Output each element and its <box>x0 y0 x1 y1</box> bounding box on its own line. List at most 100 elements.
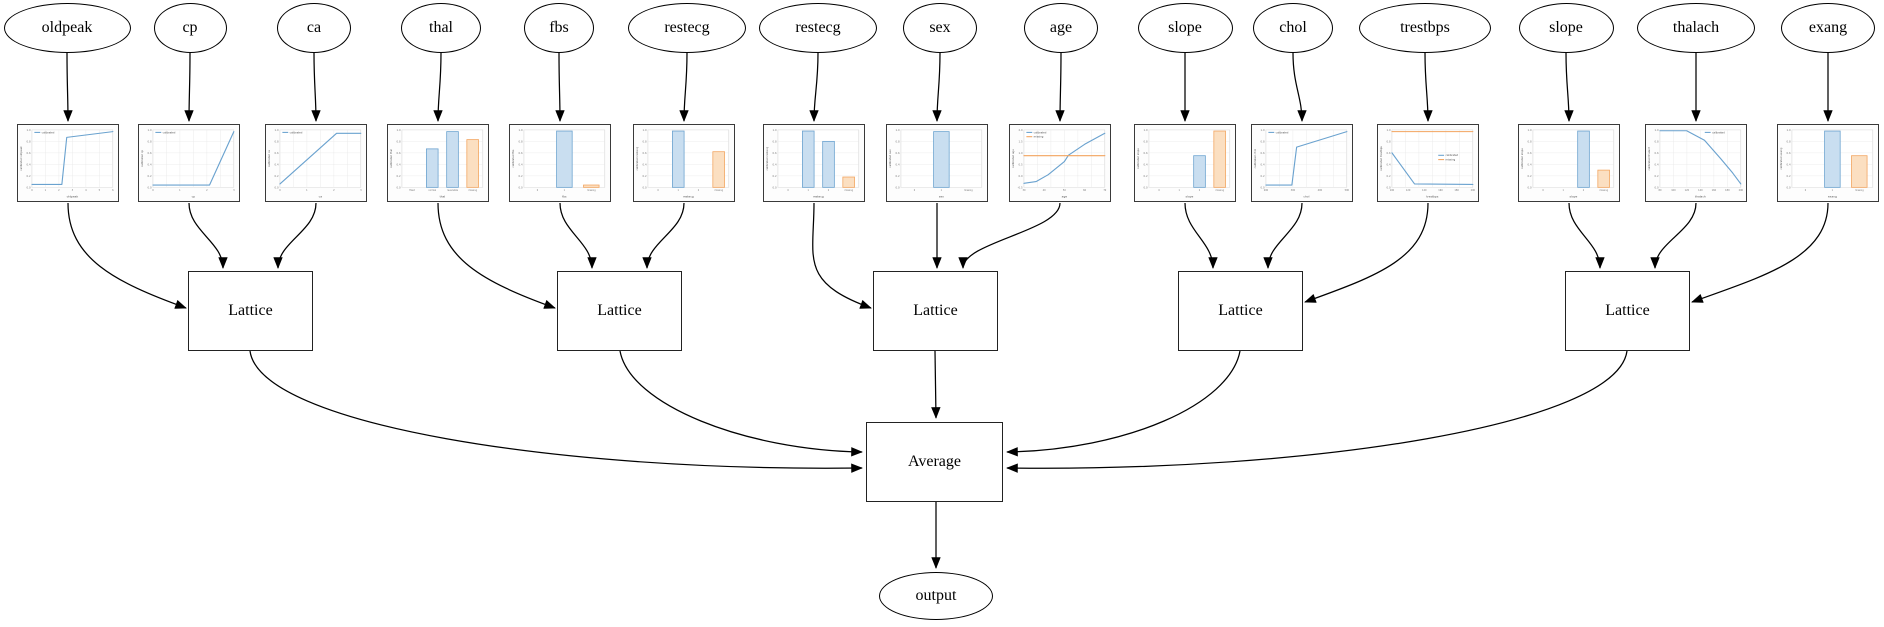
svg-text:calibrated restecg: calibrated restecg <box>765 146 769 170</box>
svg-text:200: 200 <box>1739 189 1744 192</box>
svg-text:0: 0 <box>1542 189 1544 192</box>
lattice-node: Lattice <box>1565 271 1690 351</box>
svg-text:0.6: 0.6 <box>275 151 279 155</box>
svg-text:0.4: 0.4 <box>397 162 401 166</box>
svg-text:0.4: 0.4 <box>1787 162 1791 166</box>
feature-oval-sex: sex <box>903 3 977 53</box>
svg-text:1.0: 1.0 <box>773 128 777 132</box>
svg-text:1.0: 1.0 <box>1387 128 1391 132</box>
edge <box>1564 52 1574 122</box>
edge <box>1423 52 1433 122</box>
svg-text:2: 2 <box>1199 189 1201 192</box>
svg-text:0.2: 0.2 <box>27 174 31 178</box>
svg-text:1: 1 <box>941 189 943 192</box>
svg-text:0.0: 0.0 <box>1261 185 1265 189</box>
svg-text:0.4: 0.4 <box>1144 162 1148 166</box>
svg-text:0.2: 0.2 <box>397 174 401 178</box>
svg-text:0.4: 0.4 <box>519 162 523 166</box>
svg-text:calibrated thal: calibrated thal <box>389 149 393 168</box>
edge <box>931 350 941 419</box>
svg-text:fixed: fixed <box>409 189 415 192</box>
svg-text:160: 160 <box>1438 189 1443 192</box>
svg-text:missing: missing <box>1855 189 1864 192</box>
svg-text:calibrated oldpeak: calibrated oldpeak <box>19 146 23 171</box>
svg-text:3: 3 <box>72 189 74 192</box>
edge <box>1568 202 1605 269</box>
svg-text:oldpeak: oldpeak <box>67 194 79 198</box>
svg-text:0.6: 0.6 <box>1261 151 1265 155</box>
svg-text:0.2: 0.2 <box>1387 174 1391 178</box>
svg-text:0: 0 <box>537 189 539 192</box>
svg-text:0.8: 0.8 <box>148 139 152 143</box>
edge <box>809 52 819 122</box>
svg-text:0.6: 0.6 <box>1387 151 1391 155</box>
svg-text:missing: missing <box>714 189 723 192</box>
svg-text:3: 3 <box>360 189 362 192</box>
svg-text:2: 2 <box>828 189 830 192</box>
edge <box>437 202 556 309</box>
svg-text:0.8: 0.8 <box>27 139 31 143</box>
svg-text:40: 40 <box>1043 189 1046 192</box>
svg-text:0: 0 <box>914 189 916 192</box>
svg-text:1.0: 1.0 <box>27 128 31 132</box>
svg-text:1: 1 <box>808 189 810 192</box>
svg-text:missing: missing <box>468 189 477 192</box>
svg-text:0: 0 <box>787 189 789 192</box>
svg-text:0.8: 0.8 <box>896 139 900 143</box>
feature-oval-slope: slope <box>1518 3 1614 53</box>
svg-text:0.4: 0.4 <box>896 162 900 166</box>
svg-text:0.6: 0.6 <box>148 151 152 155</box>
svg-text:0.6: 0.6 <box>27 151 31 155</box>
svg-text:0.2: 0.2 <box>1655 174 1659 178</box>
svg-text:0.8: 0.8 <box>643 139 647 143</box>
svg-text:calibrated: calibrated <box>163 130 176 134</box>
svg-text:0.4: 0.4 <box>1261 162 1265 166</box>
svg-text:slope: slope <box>1570 194 1578 198</box>
svg-text:0.8: 0.8 <box>397 139 401 143</box>
svg-text:0.8: 0.8 <box>1655 139 1659 143</box>
svg-text:calibrated: calibrated <box>1276 130 1289 134</box>
svg-text:0.4: 0.4 <box>1387 162 1391 166</box>
svg-text:140: 140 <box>1698 189 1703 192</box>
svg-text:0.4: 0.4 <box>773 162 777 166</box>
svg-text:80: 80 <box>1658 189 1661 192</box>
svg-text:0.2: 0.2 <box>148 174 152 178</box>
svg-text:500: 500 <box>1345 189 1350 192</box>
svg-text:400: 400 <box>1318 189 1323 192</box>
feature-oval-exang: exang <box>1781 3 1875 53</box>
svg-text:0: 0 <box>152 189 154 192</box>
svg-text:1.0: 1.0 <box>1144 128 1148 132</box>
svg-text:0.6: 0.6 <box>773 151 777 155</box>
svg-text:60: 60 <box>1083 189 1086 192</box>
edge <box>1263 202 1303 269</box>
svg-text:0: 0 <box>279 189 281 192</box>
svg-text:30: 30 <box>1022 189 1025 192</box>
svg-text:slope: slope <box>1186 194 1194 198</box>
svg-text:calibrated slope: calibrated slope <box>1520 148 1524 169</box>
svg-text:0.0: 0.0 <box>1528 185 1532 189</box>
svg-text:thal: thal <box>440 194 446 198</box>
svg-text:0: 0 <box>1805 189 1807 192</box>
svg-text:calibrated fbs: calibrated fbs <box>511 149 515 168</box>
average-node: Average <box>866 422 1003 502</box>
svg-text:0.6: 0.6 <box>1144 151 1148 155</box>
edge <box>1691 202 1829 303</box>
svg-text:1.0: 1.0 <box>1261 128 1265 132</box>
output-node: output <box>879 572 993 620</box>
svg-text:calibrated: calibrated <box>1446 153 1459 157</box>
lattice-node: Lattice <box>188 271 313 351</box>
svg-text:0.0: 0.0 <box>27 185 31 189</box>
svg-text:4: 4 <box>85 189 87 192</box>
svg-text:0.6: 0.6 <box>1787 151 1791 155</box>
svg-text:1.0: 1.0 <box>1019 151 1023 155</box>
svg-text:0.0: 0.0 <box>896 185 900 189</box>
svg-text:140: 140 <box>1422 189 1427 192</box>
